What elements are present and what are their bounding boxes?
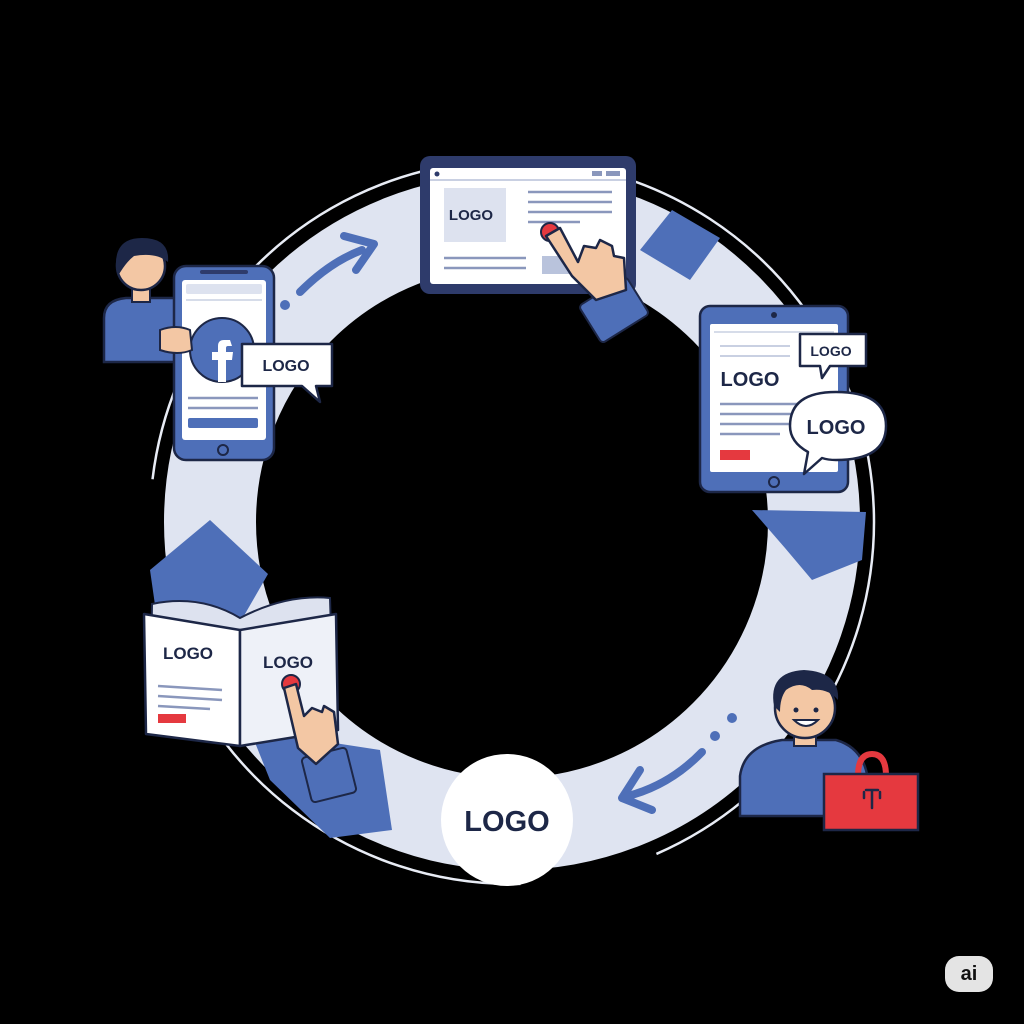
brochure-right-logo: LOGO <box>263 653 313 672</box>
brand-logo-label: LOGO <box>464 806 549 838</box>
social-media-phone: LOGO <box>102 238 334 462</box>
pointing-hand-icon <box>282 682 358 804</box>
brochure-left-page <box>142 612 242 748</box>
ai-watermark-badge: ai <box>945 956 993 992</box>
desktop-ad-logo: LOGO <box>449 207 493 224</box>
flow-arrow-bottom <box>618 713 737 814</box>
phone-speaker <box>200 270 248 274</box>
ring-chevron-right <box>752 510 866 580</box>
flow-dot <box>710 731 720 741</box>
hand-icon <box>159 326 194 354</box>
open-brochure: LOGO LOGO <box>142 596 358 804</box>
tablet-cta-bar <box>720 450 750 460</box>
tablet-large-bubble <box>788 390 888 476</box>
shopping-bag-icon <box>822 750 920 832</box>
flow-arrow-line <box>624 748 706 800</box>
flow-dot <box>280 300 290 310</box>
browser-dot <box>434 171 440 177</box>
browser-control <box>592 171 602 176</box>
brochure-left-logo: LOGO <box>163 644 213 663</box>
tablet-small-bubble <box>798 332 868 380</box>
tablet-camera <box>771 312 777 318</box>
phone-url-bar <box>186 284 262 294</box>
pointing-hand-icon <box>544 226 649 343</box>
text-line <box>157 694 223 702</box>
person-icon <box>102 238 178 364</box>
tablet-small-bubble-logo: LOGO <box>810 343 851 359</box>
text-line <box>157 684 223 692</box>
tablet-large-bubble-logo: LOGO <box>807 417 866 439</box>
text-line <box>157 704 211 711</box>
phone-home-button <box>217 444 229 456</box>
brochure-cta-bar <box>158 714 186 723</box>
desktop-ad-screen: LOGO <box>420 156 649 343</box>
flow-arrow-line <box>296 246 366 296</box>
arrow-head-icon <box>340 232 378 274</box>
ad-logo-box <box>444 188 506 242</box>
phone-bubble-logo: LOGO <box>262 358 309 375</box>
flow-dot <box>727 713 737 723</box>
browser-control <box>606 171 620 176</box>
phone-cta-bar <box>188 418 258 428</box>
ring-chevron-top-right <box>640 210 720 280</box>
happy-customer <box>738 670 920 832</box>
person-icon <box>738 670 870 818</box>
phone-speech-bubble <box>240 342 334 404</box>
brand-logo-node: LOGO <box>441 754 573 886</box>
flow-arrow-top <box>280 232 378 310</box>
tablet-page-logo: LOGO <box>721 369 780 391</box>
arrow-head-icon <box>618 766 656 814</box>
tablet-content: LOGO LOGO LOGO <box>698 304 888 494</box>
brand-logo-circle <box>441 754 573 886</box>
tablet-home-button <box>768 476 780 488</box>
